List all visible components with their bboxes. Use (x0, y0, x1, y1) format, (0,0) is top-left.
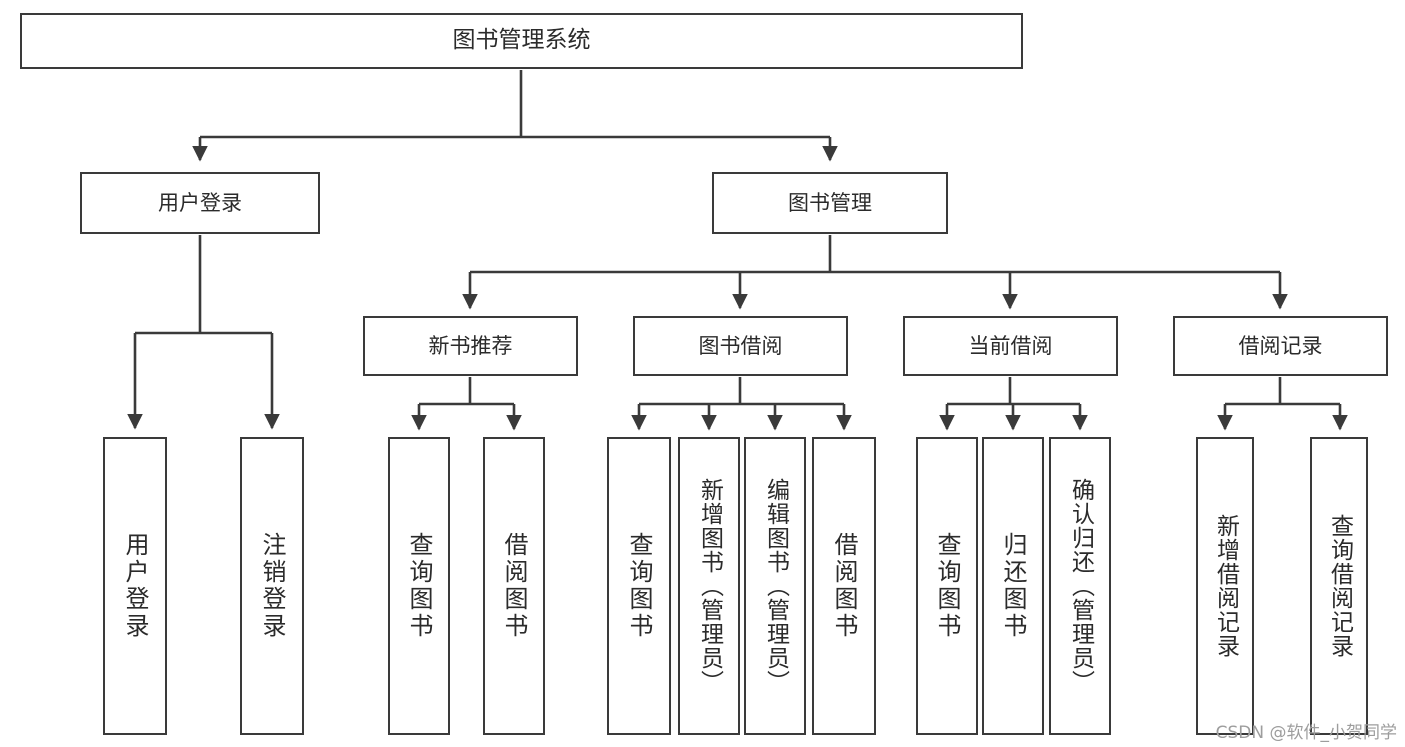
node-label: 图书管理系统 (452, 27, 591, 54)
leaf-records-query-record[interactable]: 查询借阅记录 (1310, 437, 1368, 735)
node-label: 新增图书（管理员） (696, 478, 723, 694)
node-label: 当前借阅 (968, 333, 1053, 358)
node-label: 注销登录 (258, 532, 286, 640)
node-book-borrow[interactable]: 图书借阅 (633, 316, 848, 376)
leaf-borrow-query-book[interactable]: 查询图书 (607, 437, 671, 735)
node-label: 确认归还（管理员） (1067, 478, 1094, 694)
leaf-user-logout[interactable]: 注销登录 (240, 437, 304, 735)
node-label: 归还图书 (999, 532, 1027, 640)
leaf-borrow-edit-book-admin[interactable]: 编辑图书（管理员） (744, 437, 806, 735)
leaf-current-query-book[interactable]: 查询图书 (916, 437, 978, 735)
node-label: 编辑图书（管理员） (762, 478, 789, 694)
node-label: 新增借阅记录 (1212, 514, 1239, 658)
node-root-system[interactable]: 图书管理系统 (20, 13, 1023, 69)
node-label: 用户登录 (158, 190, 242, 215)
leaf-current-confirm-return-admin[interactable]: 确认归还（管理员） (1049, 437, 1111, 735)
node-label: 图书管理 (788, 190, 872, 215)
leaf-current-return-book[interactable]: 归还图书 (982, 437, 1044, 735)
node-label: 图书借阅 (698, 333, 783, 358)
leaf-newbook-borrow-book[interactable]: 借阅图书 (483, 437, 545, 735)
leaf-newbook-query-book[interactable]: 查询图书 (388, 437, 450, 735)
leaf-borrow-add-book-admin[interactable]: 新增图书（管理员） (678, 437, 740, 735)
node-label: 查询图书 (625, 532, 653, 640)
node-label: 借阅图书 (500, 532, 528, 640)
node-borrow-records[interactable]: 借阅记录 (1173, 316, 1388, 376)
node-label: 借阅记录 (1238, 333, 1323, 358)
watermark: CSDN @软件_小贺同学 (1215, 723, 1397, 743)
node-label: 查询借阅记录 (1326, 514, 1353, 658)
node-label: 新书推荐 (428, 333, 513, 358)
leaf-borrow-borrow-book[interactable]: 借阅图书 (812, 437, 876, 735)
node-label: 查询图书 (933, 532, 961, 640)
node-label: 用户登录 (121, 532, 149, 640)
node-current-borrow[interactable]: 当前借阅 (903, 316, 1118, 376)
node-label: 查询图书 (405, 532, 433, 640)
node-new-book-recommend[interactable]: 新书推荐 (363, 316, 578, 376)
node-book-management[interactable]: 图书管理 (712, 172, 948, 234)
node-label: 借阅图书 (830, 532, 858, 640)
node-user-login[interactable]: 用户登录 (80, 172, 320, 234)
leaf-user-login[interactable]: 用户登录 (103, 437, 167, 735)
leaf-records-add-record[interactable]: 新增借阅记录 (1196, 437, 1254, 735)
